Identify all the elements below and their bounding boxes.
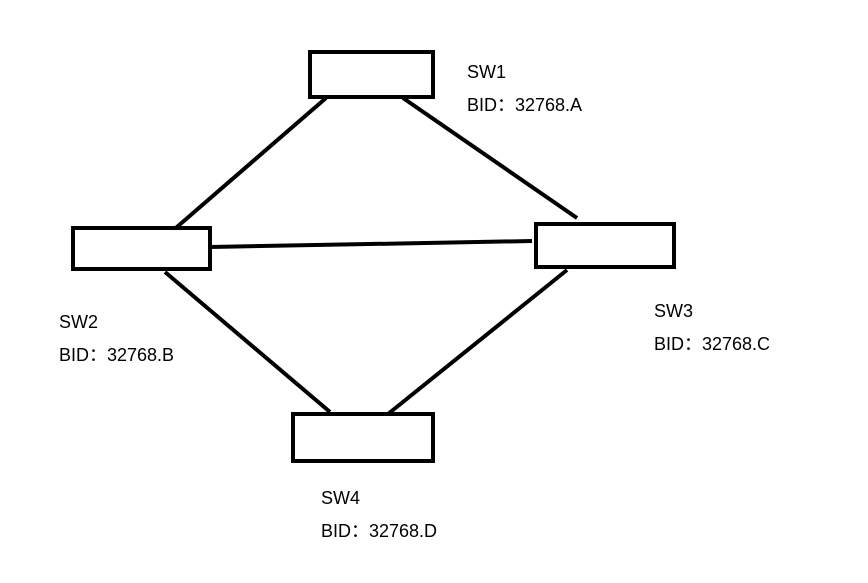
link-sw2-sw4 bbox=[163, 270, 332, 414]
switch-name: SW1 bbox=[467, 62, 507, 82]
switch-sw4-box bbox=[291, 412, 435, 463]
link-sw2-sw3 bbox=[209, 239, 533, 249]
switch-sw2-box bbox=[71, 226, 212, 271]
link-sw1-sw3 bbox=[401, 96, 579, 220]
switch-sw1-label: SW1 BID：32768.A bbox=[467, 61, 582, 116]
switch-sw1-box bbox=[308, 50, 435, 99]
bridge-id: BID：32768.A bbox=[467, 95, 583, 115]
switch-name: SW3 bbox=[654, 301, 694, 321]
bridge-id: BID：32768.D bbox=[321, 521, 438, 541]
link-sw3-sw4 bbox=[386, 268, 569, 416]
switch-sw4-label: SW4 BID：32768.D bbox=[321, 487, 437, 542]
bridge-id: BID：32768.B bbox=[59, 345, 175, 365]
switch-name: SW4 bbox=[321, 488, 361, 508]
switch-sw3-label: SW3 BID：32768.C bbox=[654, 300, 770, 355]
switch-sw2-label: SW2 BID：32768.B bbox=[59, 311, 174, 366]
switch-name: SW2 bbox=[59, 312, 99, 332]
link-sw1-sw2 bbox=[168, 96, 328, 235]
bridge-id: BID：32768.C bbox=[654, 334, 771, 354]
switch-sw3-box bbox=[534, 222, 676, 269]
